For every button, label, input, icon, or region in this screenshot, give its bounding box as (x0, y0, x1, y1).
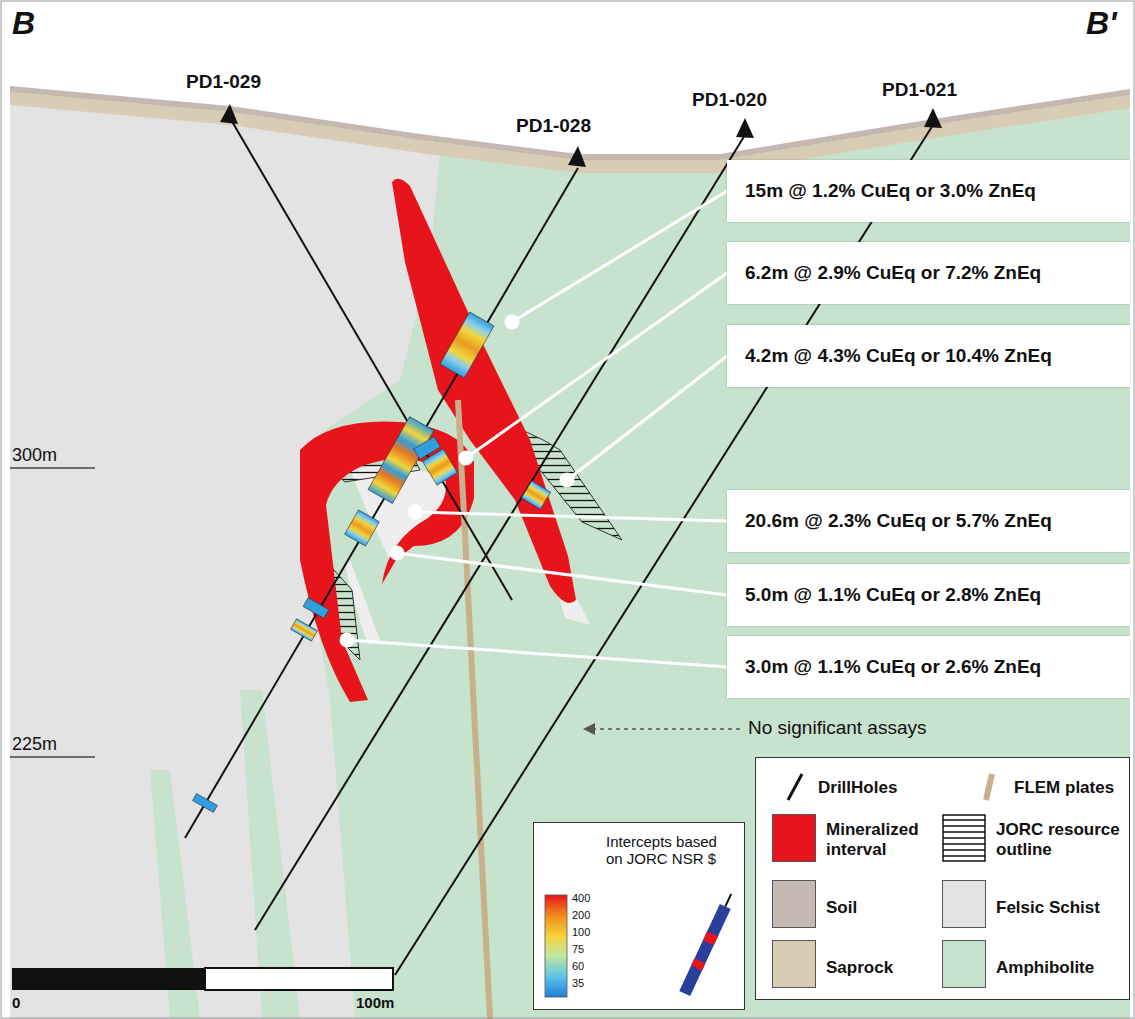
callout-box: 15m @ 1.2% CuEq or 3.0% ZnEq (727, 160, 1130, 222)
drillhole-name: PD1-021 (882, 80, 957, 101)
legend-swatch (772, 814, 816, 862)
node-text: 6.2m @ 2.9% CuEq or 7.2% ZnEq (745, 262, 1041, 284)
legend-text: JORC resource outline (996, 820, 1121, 859)
legend-text: Saprock (826, 958, 936, 978)
callout-box: 5.0m @ 1.1% CuEq or 2.8% ZnEq (727, 564, 1130, 626)
legend-sample (974, 772, 1004, 802)
node-text: 3.0m @ 1.1% CuEq or 2.6% ZnEq (745, 656, 1041, 678)
scale-value: 200 (572, 909, 590, 921)
elevation-label: 225m (12, 735, 57, 755)
legend-text: DrillHoles (818, 778, 948, 798)
node-text: 15m @ 1.2% CuEq or 3.0% ZnEq (745, 180, 1036, 202)
legend-swatch (942, 940, 986, 988)
scale-bar-label: 100m (356, 995, 394, 1012)
scale-value: 400 (572, 892, 590, 904)
callout-box: 20.6m @ 2.3% CuEq or 5.7% ZnEq (727, 490, 1130, 552)
legend-swatch (942, 880, 986, 928)
node-text: 4.2m @ 4.3% CuEq or 10.4% ZnEq (745, 345, 1052, 367)
intercept-scale-box: Intercepts based on JORC NSR $ (533, 822, 745, 1010)
scale-bar-label: 0 (12, 995, 20, 1012)
legend-text: Mineralized interval (826, 820, 936, 859)
drillhole-name: PD1-020 (692, 90, 767, 111)
legend-sample (778, 772, 808, 802)
legend-box: DrillHoles FLEM platesMineralized interva… (755, 757, 1130, 1000)
legend-sample (942, 814, 986, 862)
legend-text: FLEM plates (1014, 778, 1124, 798)
legend-text: Felsic Schist (996, 898, 1121, 918)
section-end: B' (1086, 6, 1117, 41)
scale-value: 100 (572, 926, 590, 938)
drillhole-name: PD1-028 (516, 116, 591, 137)
drillhole-name: PD1-029 (186, 72, 261, 93)
node-text: 20.6m @ 2.3% CuEq or 5.7% ZnEq (745, 510, 1052, 532)
elevation-label: 300m (12, 446, 57, 466)
scale-value: 35 (572, 977, 584, 989)
scale-value: 60 (572, 960, 584, 972)
section-end: B (12, 6, 35, 41)
callout-box: 4.2m @ 4.3% CuEq or 10.4% ZnEq (727, 325, 1130, 387)
legend-swatch (772, 880, 816, 928)
legend-text: Amphibolite (996, 958, 1121, 978)
scale-value: 75 (572, 943, 584, 955)
legend-text: Soil (826, 898, 936, 918)
legend-swatch (772, 940, 816, 988)
node-text: Intercepts based on JORC NSR $ (606, 833, 736, 867)
note: No significant assays (746, 718, 928, 739)
callout-box: 3.0m @ 1.1% CuEq or 2.6% ZnEq (727, 636, 1130, 698)
node-text: 5.0m @ 1.1% CuEq or 2.8% ZnEq (745, 584, 1041, 606)
callout-box: 6.2m @ 2.9% CuEq or 7.2% ZnEq (727, 242, 1130, 304)
